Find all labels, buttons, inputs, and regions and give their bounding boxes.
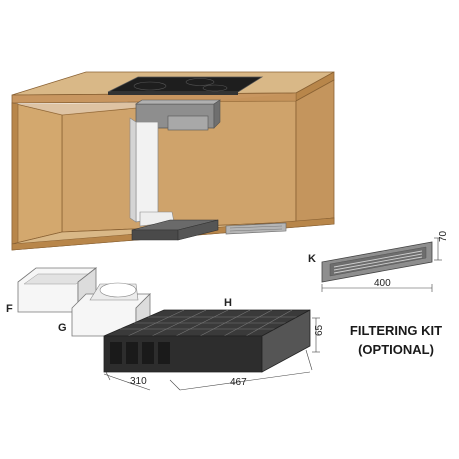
k-dimension-lines: [321, 237, 442, 292]
hob-edge: [108, 92, 238, 95]
cooktop-hob: [107, 76, 264, 95]
duct-side: [129, 117, 137, 223]
installed-filter-side: [177, 219, 219, 241]
filtering-kit-title: FILTERING KIT: [349, 323, 443, 338]
k-width-dimension: 400: [374, 278, 391, 289]
h-dimension-lines: [103, 317, 320, 391]
hob-zone-1: [133, 81, 167, 91]
part-h-filter-box: [103, 309, 311, 373]
k-height-dimension: 70: [438, 230, 449, 242]
label-k: K: [308, 253, 316, 265]
motor-box-top: [135, 99, 221, 105]
motor-box-side: [213, 99, 221, 129]
part-k-plinth-grill: [321, 241, 433, 283]
installed-plinth-grill: [225, 222, 287, 235]
installed-filter-box: [131, 219, 219, 241]
cabinet-left-wall: [11, 102, 63, 245]
motor-outlet: [167, 115, 209, 131]
filtering-kit-optional: (OPTIONAL): [358, 342, 434, 357]
label-g: G: [58, 322, 67, 334]
cabinet-left-front-edge: [11, 102, 19, 245]
adapter-g-round-port: [99, 282, 137, 298]
h-depth-dimension: 310: [130, 376, 147, 387]
label-h: H: [224, 297, 232, 309]
h-height-dimension: 65: [314, 324, 325, 336]
cabinet-right-wall: [295, 79, 335, 223]
hob-zone-3: [202, 84, 228, 92]
duct-front: [135, 121, 159, 223]
h-width-dimension: 467: [230, 377, 247, 388]
filter-h-grid: [120, 309, 299, 337]
installed-grill-body: [225, 222, 287, 235]
label-f: F: [6, 303, 13, 315]
filter-h-front-slots: [110, 342, 170, 364]
filter-h-side: [261, 309, 311, 373]
grill-k-slots: [333, 250, 423, 274]
hob-zone-2: [185, 78, 215, 86]
vertical-duct: [129, 117, 175, 227]
installed-filter-front: [131, 229, 179, 241]
